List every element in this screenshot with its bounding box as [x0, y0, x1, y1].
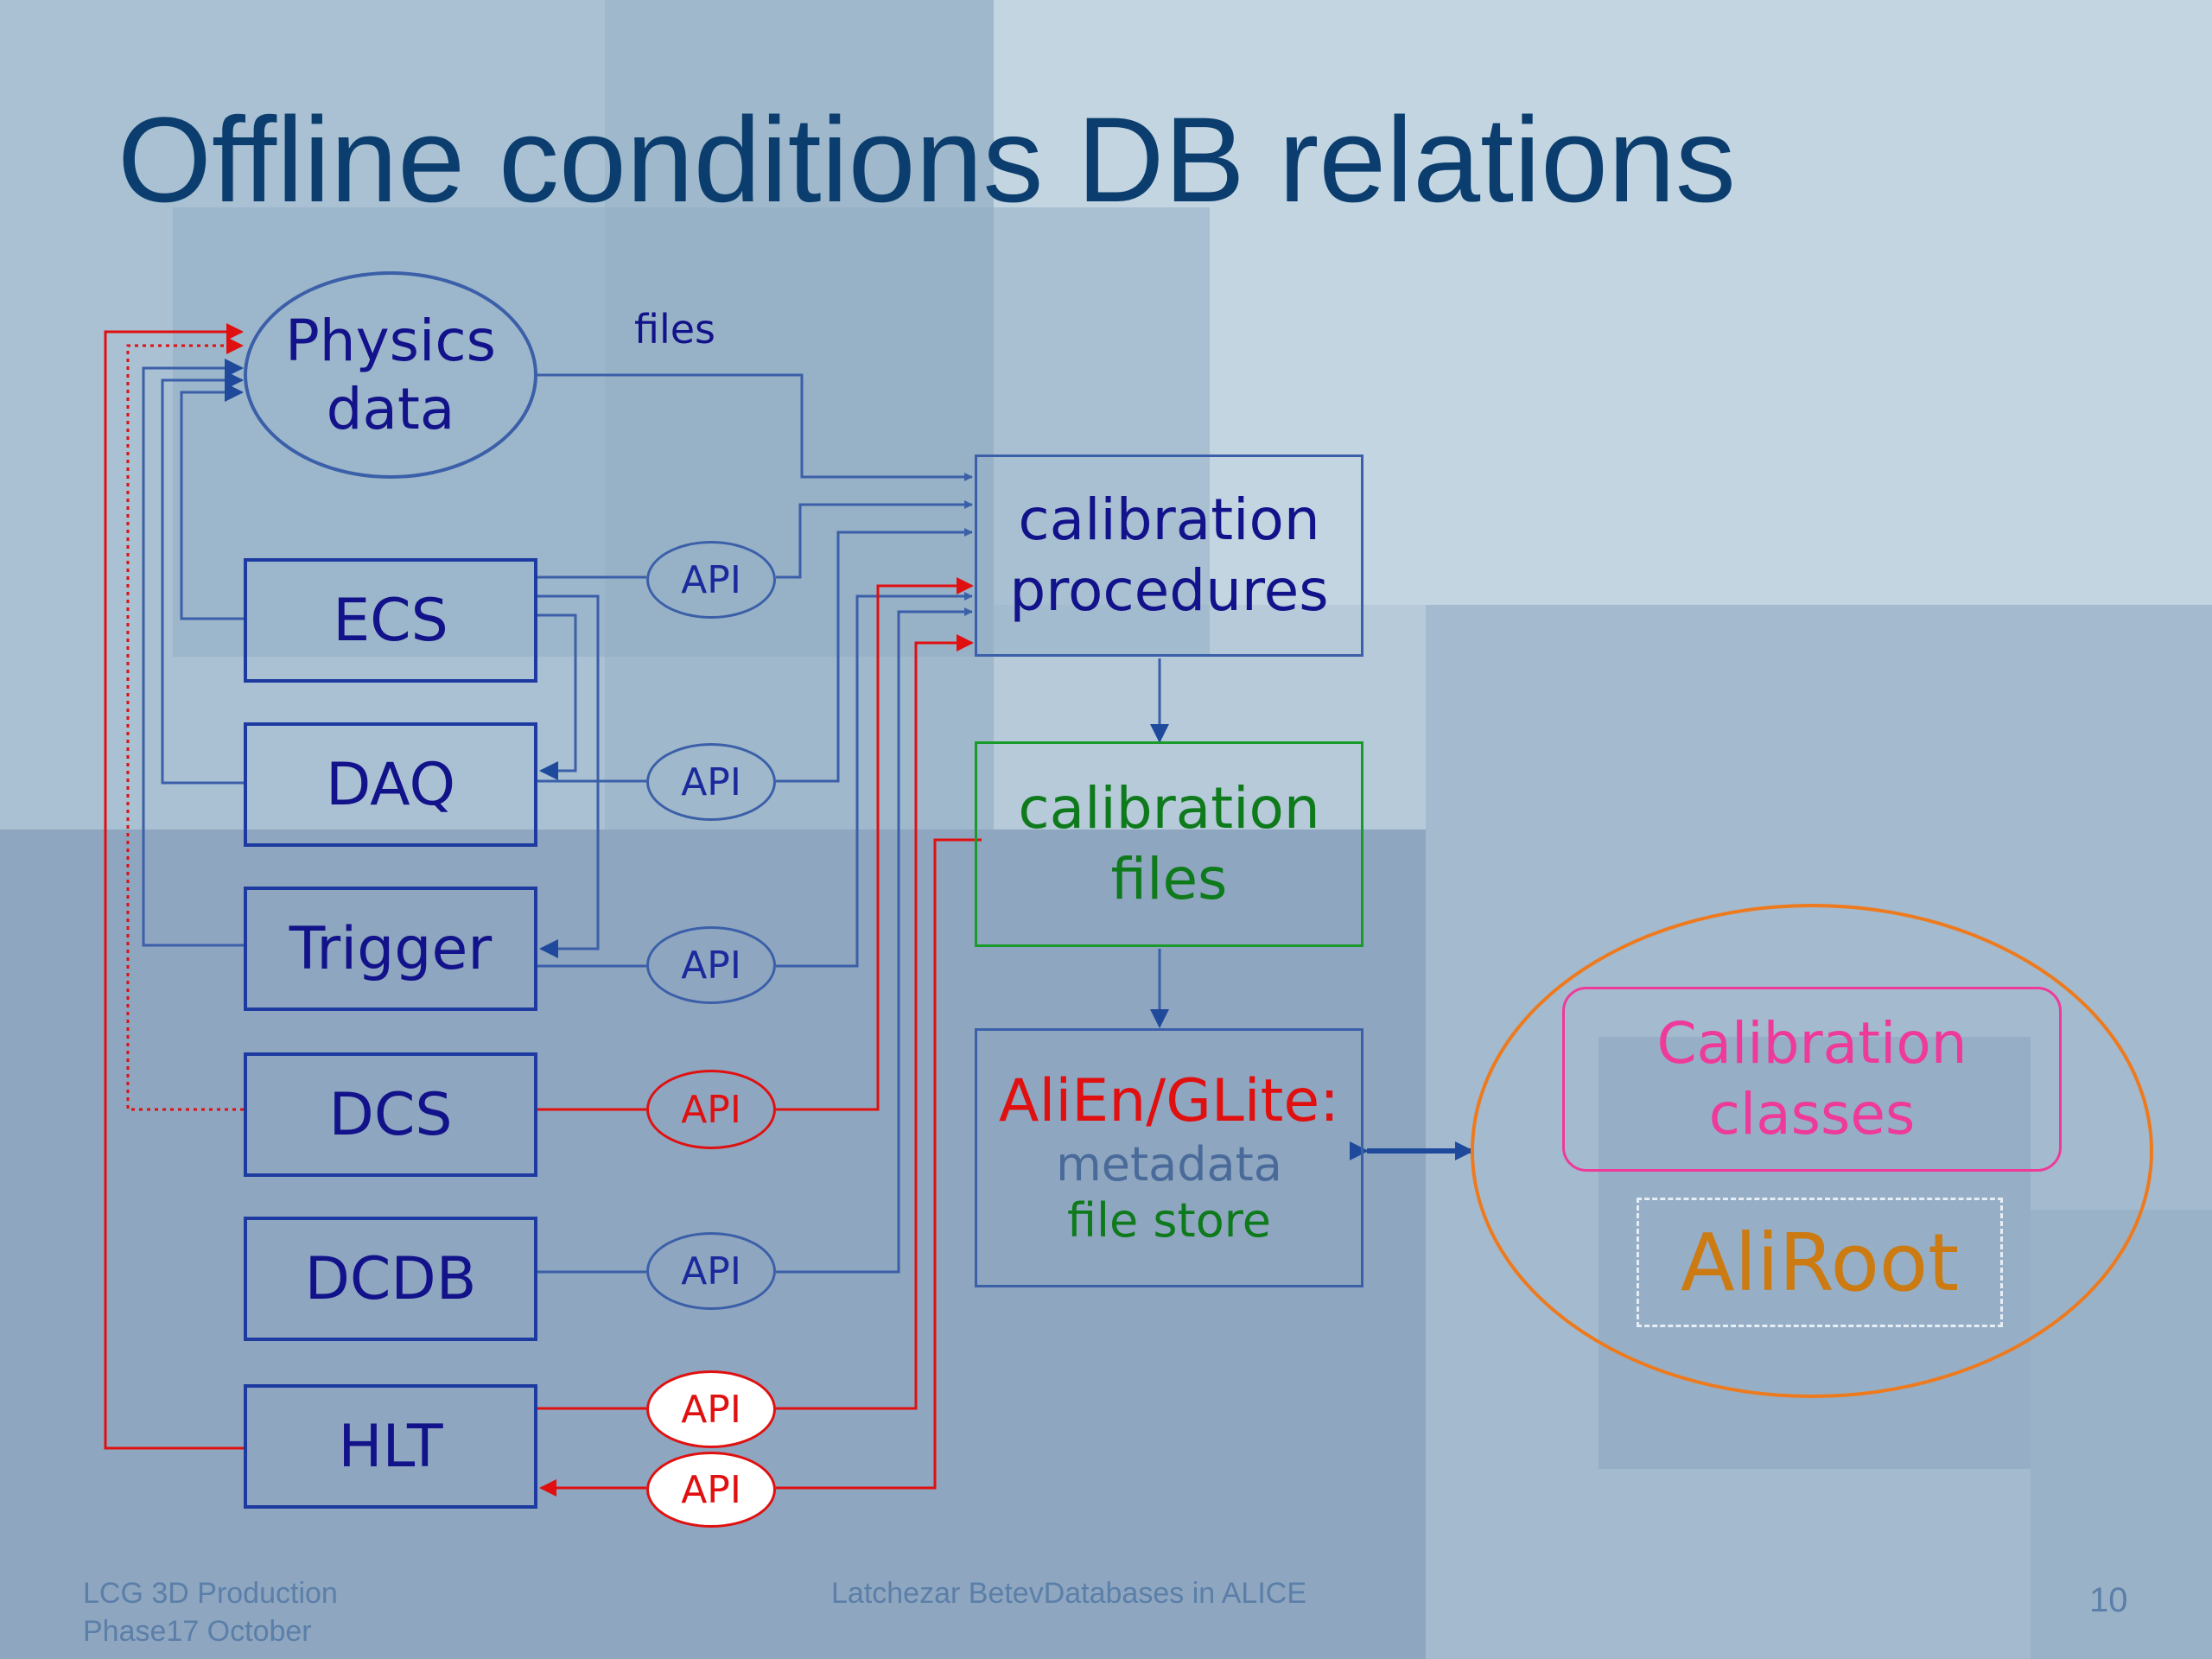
api-label: API: [681, 1249, 741, 1294]
trigger-label: Trigger: [289, 914, 493, 983]
hlt-api-in-node: API: [646, 1452, 776, 1528]
daq-api-to-calib-connector: [776, 528, 973, 783]
dcs-api-node: API: [646, 1070, 776, 1149]
slide-title: Offline conditions DB relations: [118, 92, 1736, 227]
footer-left: LCG 3D Production Phase17 October: [83, 1574, 338, 1650]
daq-to-physics-connector: [161, 371, 244, 785]
files-connector: [537, 373, 973, 481]
page-number: 10: [2089, 1581, 2128, 1619]
alien-file-store-label: file store: [1067, 1192, 1271, 1248]
alien-glite-title: AliEn/GLite:: [998, 1067, 1340, 1136]
api-label: API: [681, 1467, 741, 1512]
hlt-api-out-node: API: [646, 1370, 776, 1448]
api-label: API: [681, 557, 741, 602]
dcs-label: DCS: [328, 1080, 453, 1149]
dcdb-api-to-calib-connector: [776, 607, 973, 1274]
ecs-api-node: API: [646, 541, 776, 619]
calibration-classes-box: Calibration classes: [1562, 987, 2062, 1172]
hlt-label: HLT: [338, 1412, 443, 1481]
ecs-label: ECS: [333, 586, 448, 655]
trigger-api-to-calib-connector: [776, 592, 973, 968]
trigger-to-physics-connector: [142, 359, 244, 947]
files-to-hlt-api-connector: [776, 838, 982, 1490]
dcdb-box: DCDB: [244, 1217, 537, 1341]
aliroot-label: AliRoot: [1680, 1216, 1960, 1309]
calibration-files-line1: calibration: [1018, 774, 1320, 842]
daq-label: DAQ: [325, 750, 455, 819]
calibration-procedures-line2: procedures: [1009, 557, 1329, 624]
dcs-api-to-calib-connector: [776, 577, 974, 1111]
ecs-to-daq-connector: [537, 613, 577, 780]
hlt-to-physics-connector: [104, 323, 244, 1450]
dcs-box: DCS: [244, 1052, 537, 1177]
calibration-procedures-line1: calibration: [1018, 486, 1320, 553]
ecs-to-trigger-connector: [537, 594, 600, 958]
daq-box: DAQ: [244, 722, 537, 847]
api-label: API: [681, 943, 741, 988]
ecs-api-to-calib-connector: [776, 500, 973, 579]
alien-glite-box: AliEn/GLite: metadata file store: [975, 1028, 1363, 1287]
footer-left-line1: LCG 3D Production: [83, 1577, 338, 1610]
alien-metadata-label: metadata: [1056, 1137, 1282, 1192]
calibration-classes-line2: classes: [1708, 1081, 1916, 1147]
physics-data-label-line2: data: [326, 376, 455, 442]
footer-left-line2: Phase17 October: [83, 1615, 312, 1649]
dcdb-api-node: API: [646, 1232, 776, 1310]
api-label: API: [681, 760, 741, 804]
footer-center: Latchezar BetevDatabases in ALICE: [831, 1577, 1306, 1610]
aliroot-ellipse: [1471, 904, 2153, 1398]
trigger-box: Trigger: [244, 887, 537, 1011]
dcdb-label: DCDB: [304, 1244, 477, 1313]
ecs-to-physics-connector: [180, 383, 244, 620]
api-label: API: [681, 1387, 741, 1432]
physics-data-label-line1: Physics: [284, 307, 497, 374]
hlt-api-to-calib-connector: [776, 634, 974, 1410]
files-label: files: [634, 306, 716, 353]
api-label: API: [681, 1087, 741, 1132]
aliroot-box: AliRoot: [1637, 1198, 2003, 1327]
calibration-files-box: calibration files: [975, 741, 1363, 947]
hlt-box: HLT: [244, 1384, 537, 1509]
dcs-to-physics-dotted-connector: [126, 337, 244, 1111]
calibration-files-line2: files: [1110, 846, 1228, 912]
calibration-procedures-box: calibration procedures: [975, 454, 1363, 657]
trigger-api-node: API: [646, 926, 776, 1004]
physics-data-node: Physics data: [244, 271, 537, 479]
calibration-classes-line1: Calibration: [1656, 1009, 1967, 1077]
daq-api-node: API: [646, 743, 776, 821]
ecs-box: ECS: [244, 558, 537, 683]
